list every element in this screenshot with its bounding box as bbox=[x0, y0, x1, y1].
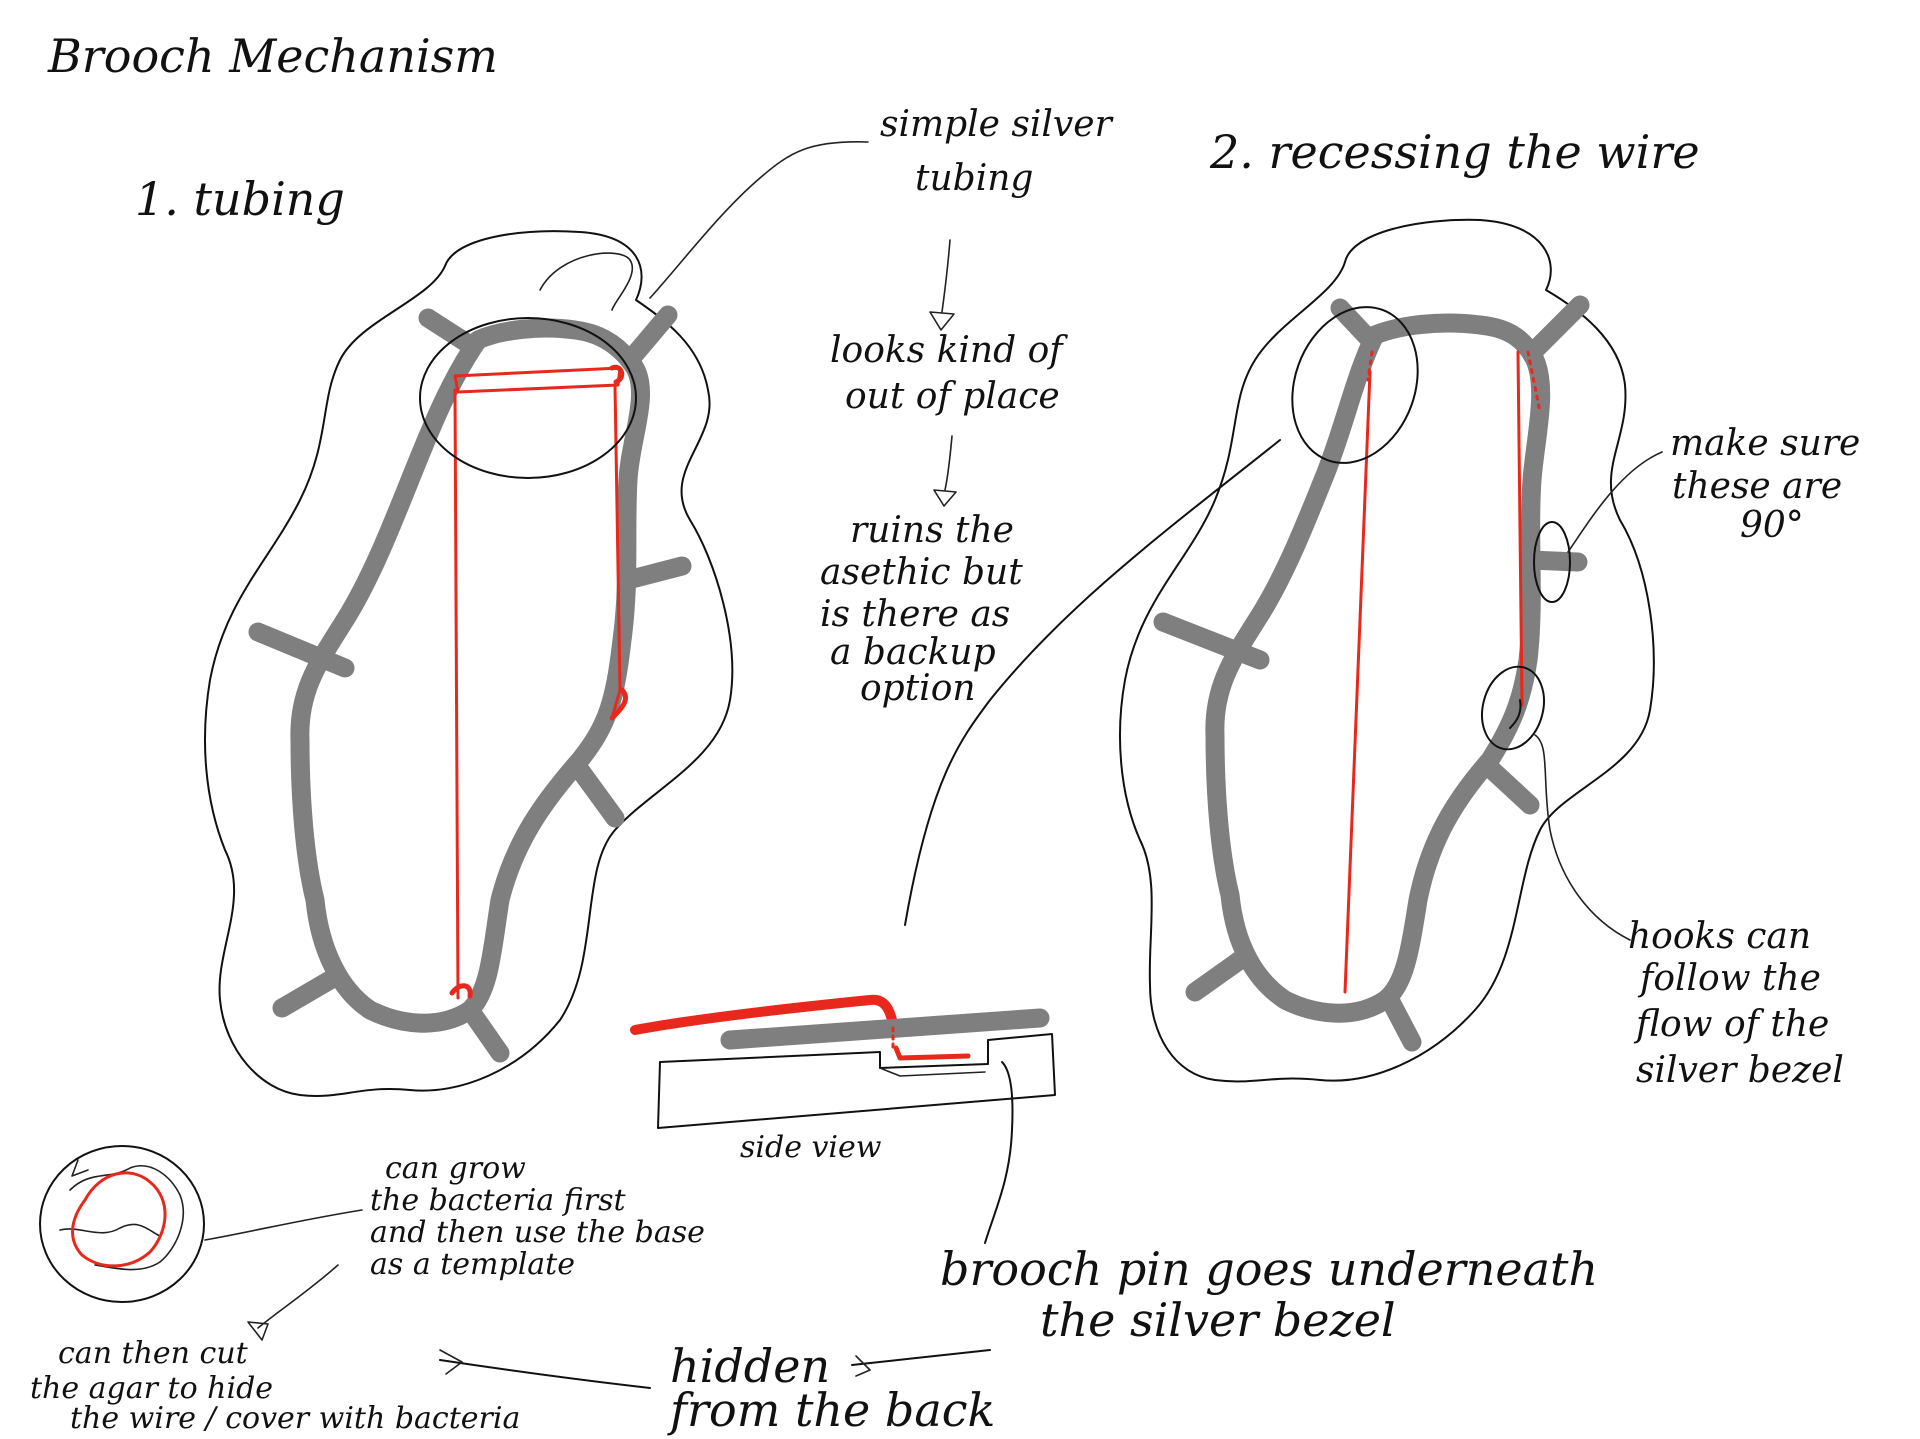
leader-brooch-pin bbox=[985, 1062, 1013, 1243]
note-line: can then cut bbox=[58, 1336, 249, 1371]
section-2-heading: 2. recessing the wire bbox=[1209, 125, 1700, 179]
leader-can-grow bbox=[205, 1210, 362, 1240]
note-line: brooch pin goes underneath bbox=[940, 1242, 1598, 1296]
note-line: ruins the bbox=[850, 510, 1014, 551]
arrow-hidden bbox=[440, 1360, 650, 1388]
bacteria-outline-red bbox=[73, 1173, 165, 1266]
note-line: and then use the base bbox=[370, 1215, 705, 1250]
pin-left-2 bbox=[1345, 372, 1370, 992]
wire-branch-1b bbox=[630, 315, 668, 360]
note-line: 90° bbox=[1740, 505, 1804, 546]
bacteria-arrow bbox=[72, 1160, 88, 1176]
note-line: out of place bbox=[845, 376, 1060, 417]
arrow-shaft-1 bbox=[942, 240, 950, 312]
pin-under-red bbox=[896, 1048, 968, 1058]
leader-can-then bbox=[258, 1265, 338, 1328]
note-line: silver bezel bbox=[1636, 1050, 1844, 1091]
side-view-label: side view bbox=[740, 1130, 882, 1165]
note-line: option bbox=[860, 668, 976, 709]
base-inner bbox=[880, 1068, 985, 1076]
note-line: a backup bbox=[830, 632, 996, 673]
arrow-shaft-2 bbox=[945, 436, 952, 490]
note-line: follow the bbox=[1637, 958, 1821, 999]
pin-left-1 bbox=[455, 390, 458, 998]
note-looks-out-of-place: looks kind of out of place bbox=[830, 330, 1068, 417]
note-line: hooks can bbox=[1628, 916, 1811, 957]
bezel-side-grey bbox=[730, 1018, 1040, 1040]
inner-scribble-1 bbox=[540, 253, 632, 310]
note-hidden-from-back: hidden from the back bbox=[667, 1339, 995, 1437]
wire-branch-1d bbox=[580, 770, 615, 818]
page-title: Brooch Mechanism bbox=[47, 29, 498, 83]
leader-simple-tubing bbox=[650, 142, 868, 298]
wire-branch-1a bbox=[428, 318, 470, 345]
note-line: the bacteria first bbox=[370, 1183, 626, 1218]
note-hooks-follow: hooks can follow the flow of the silver … bbox=[1628, 916, 1844, 1091]
leader-make-sure bbox=[1568, 452, 1662, 552]
wire-branch-1g bbox=[470, 1010, 500, 1053]
note-line: tubing bbox=[915, 158, 1033, 199]
note-brooch-pin: brooch pin goes underneath the silver be… bbox=[940, 1242, 1598, 1347]
note-make-sure-90: make sure these are 90° bbox=[1670, 423, 1860, 546]
pin-frame-1 bbox=[455, 368, 620, 392]
arrow-head-can-then bbox=[248, 1322, 268, 1340]
leader-hooks bbox=[1535, 735, 1630, 940]
note-line: is there as bbox=[820, 594, 1010, 635]
wire-branch-2f bbox=[1195, 960, 1240, 992]
arrow-head-hidden-return bbox=[856, 1356, 870, 1376]
outer-outline-2 bbox=[1120, 220, 1654, 1082]
tube-end-top-1 bbox=[612, 367, 622, 382]
pin-right-2 bbox=[1518, 352, 1522, 705]
section-1-heading: 1. tubing bbox=[135, 172, 345, 226]
arrow-head-1 bbox=[930, 312, 954, 330]
note-simple-tubing: simple silver tubing bbox=[880, 104, 1114, 199]
note-line: as a template bbox=[370, 1247, 575, 1282]
bacteria-sample-sketch bbox=[40, 1146, 204, 1302]
wire-branch-1f bbox=[282, 980, 330, 1008]
design-2-recessed bbox=[1120, 220, 1654, 1082]
note-line: these are bbox=[1672, 466, 1842, 507]
note-line: the silver bezel bbox=[1040, 1293, 1396, 1347]
arrow-head-2 bbox=[934, 490, 956, 506]
note-line: flow of the bbox=[1633, 1004, 1829, 1045]
design-1-tubing bbox=[205, 231, 732, 1096]
note-line: from the back bbox=[667, 1383, 995, 1437]
note-line: make sure bbox=[1670, 423, 1860, 464]
tube-end-bottom-1 bbox=[452, 986, 470, 996]
note-ruins-aesthetic: ruins the asethic but is there as a back… bbox=[820, 510, 1023, 709]
wire-branch-2d bbox=[1490, 768, 1530, 805]
note-can-grow: can grow the bacteria first and then use… bbox=[370, 1151, 705, 1282]
petri-dish-outline bbox=[40, 1146, 204, 1302]
side-view-diagram: side view bbox=[635, 1000, 1055, 1165]
note-line: can grow bbox=[385, 1151, 526, 1186]
wire-branch-2b bbox=[1535, 305, 1580, 350]
note-line: the wire / cover with bacteria bbox=[70, 1401, 520, 1436]
note-line: asethic but bbox=[820, 552, 1023, 593]
base-block bbox=[658, 1034, 1055, 1128]
note-line: looks kind of bbox=[830, 330, 1068, 371]
note-line: simple silver bbox=[880, 104, 1114, 145]
wire-branch-2g bbox=[1390, 1000, 1412, 1042]
arrow-hidden-return bbox=[852, 1350, 990, 1365]
wire-branch-1c bbox=[628, 566, 682, 580]
note-can-then-cut: can then cut the agar to hide the wire /… bbox=[30, 1336, 520, 1436]
